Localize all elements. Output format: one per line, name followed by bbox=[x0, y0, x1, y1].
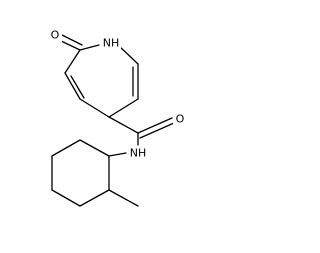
bond bbox=[58, 39, 81, 51]
bond bbox=[108, 116, 139, 134]
bond bbox=[64, 49, 81, 74]
amide-oxygen-label: O bbox=[176, 113, 185, 126]
bond bbox=[118, 45, 139, 65]
bond bbox=[79, 44, 100, 51]
bond bbox=[108, 189, 139, 207]
bond bbox=[51, 189, 81, 207]
bond bbox=[137, 117, 173, 134]
bond bbox=[79, 139, 110, 157]
bond bbox=[79, 189, 110, 207]
ring-oxygen-label: O bbox=[51, 29, 60, 42]
bond bbox=[79, 98, 110, 118]
chemical-structure: O NH O NH bbox=[48, 28, 187, 207]
bond bbox=[61, 34, 83, 46]
bond bbox=[70, 75, 85, 99]
bond bbox=[108, 98, 139, 118]
ring-nh-label: NH bbox=[103, 37, 120, 50]
bond bbox=[139, 122, 175, 139]
bond bbox=[64, 72, 81, 100]
amide-nh-label: NH bbox=[130, 147, 147, 160]
bonds bbox=[51, 34, 175, 207]
bond bbox=[108, 152, 127, 157]
atom-labels: O NH O NH bbox=[48, 28, 187, 160]
bond bbox=[51, 139, 81, 157]
